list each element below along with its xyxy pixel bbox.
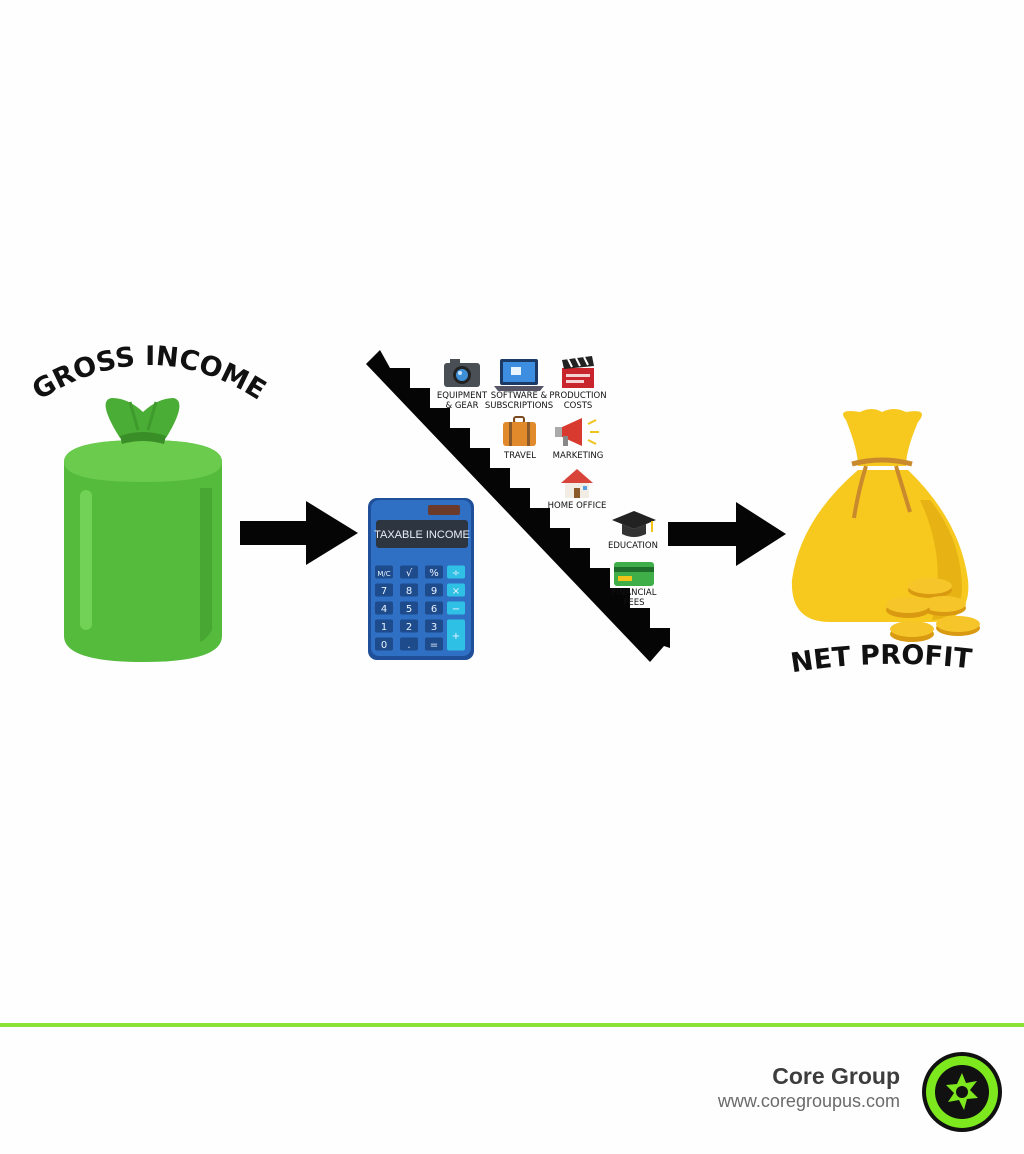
calculator-key-label: . — [407, 640, 410, 651]
company-website[interactable]: www.coregroupus.com — [717, 1091, 900, 1111]
calculator-key — [425, 619, 443, 633]
suitcase-icon — [503, 416, 536, 446]
calculator-key — [447, 601, 465, 615]
calculator-key — [375, 619, 393, 633]
calculator-key-label: + — [452, 631, 460, 642]
calculator-key — [425, 601, 443, 615]
calculator-key-label: ÷ — [452, 568, 460, 579]
calculator-key-label: = — [430, 640, 438, 651]
label-software-2: SUBSCRIPTIONS — [485, 401, 553, 411]
green-money-bag-icon — [64, 398, 222, 662]
calculator-key — [400, 583, 418, 597]
gross-income-label: GROSS INCOME — [27, 341, 271, 406]
calculator-key-label: 0 — [381, 640, 387, 651]
label-production-2: COSTS — [564, 401, 593, 411]
laptop-icon — [494, 359, 544, 391]
calculator-key-label: × — [452, 586, 460, 597]
net-profit-label: NET PROFIT — [789, 640, 974, 680]
calculator-key-label: 4 — [381, 604, 387, 615]
footer-divider — [0, 1023, 1024, 1027]
label-marketing: MARKETING — [553, 451, 604, 461]
calculator-key — [400, 637, 418, 651]
calculator-key — [375, 565, 393, 579]
calculator-key — [375, 601, 393, 615]
calculator-key-label: 6 — [431, 604, 437, 615]
calculator-key — [375, 637, 393, 651]
company-name: Core Group — [772, 1063, 900, 1089]
calculator-key — [425, 637, 443, 651]
calculator-key-label: 3 — [431, 622, 437, 633]
label-production: PRODUCTION — [549, 391, 606, 401]
calculator-key — [400, 601, 418, 615]
calculator-key-label: % — [429, 568, 439, 579]
calculator-key — [447, 583, 465, 597]
label-home-office: HOME OFFICE — [548, 501, 607, 511]
calculator-key-label: 7 — [381, 586, 387, 597]
label-equipment: EQUIPMENT — [437, 391, 488, 401]
label-travel: TRAVEL — [503, 451, 536, 461]
graduation-cap-icon — [612, 511, 656, 537]
core-group-logo — [922, 1052, 1002, 1132]
calculator-keypad: M/C √% ÷ 7 8 9 × 4 5 6 − 1 2 3 +0. = — [375, 565, 465, 651]
calculator-key-label: 1 — [381, 622, 387, 633]
label-fees: FEES — [623, 598, 644, 608]
calculator-key-label: 8 — [406, 586, 412, 597]
camera-icon — [444, 359, 480, 387]
calculator-key-label: M/C — [377, 570, 390, 578]
calculator-key-label: 2 — [406, 622, 412, 633]
calculator-key-label: − — [452, 604, 460, 615]
gold-coins-icon — [886, 578, 980, 642]
calculator-key-label: √ — [406, 568, 413, 579]
calculator-key — [400, 565, 418, 579]
label-financial: FINANCIAL — [612, 588, 657, 598]
calculator-icon: TAXABLE INCOME M/C √% ÷ 7 8 9 × 4 5 6 − 1 2 3 +0. = — [368, 498, 474, 660]
label-equipment-2: & GEAR — [445, 401, 478, 411]
credit-card-icon — [614, 562, 654, 586]
calculator-key — [375, 583, 393, 597]
deductions-staircase — [366, 350, 670, 662]
calculator-key — [400, 619, 418, 633]
calculator-key-label: 9 — [431, 586, 437, 597]
gold-money-bag-icon — [791, 409, 969, 622]
calculator-key — [425, 583, 443, 597]
clapperboard-icon — [562, 356, 594, 388]
calculator-display: TAXABLE INCOME — [374, 529, 470, 541]
label-education: EDUCATION — [608, 541, 658, 551]
arrow-right-icon — [240, 501, 358, 565]
calculator-key — [425, 565, 443, 579]
house-icon — [561, 469, 593, 498]
calculator-key — [447, 565, 465, 579]
arrow-right-icon — [668, 502, 786, 566]
calculator-key — [447, 619, 465, 651]
megaphone-icon — [555, 418, 599, 446]
calculator-key-label: 5 — [406, 604, 412, 615]
label-software: SOFTWARE & — [491, 391, 548, 401]
